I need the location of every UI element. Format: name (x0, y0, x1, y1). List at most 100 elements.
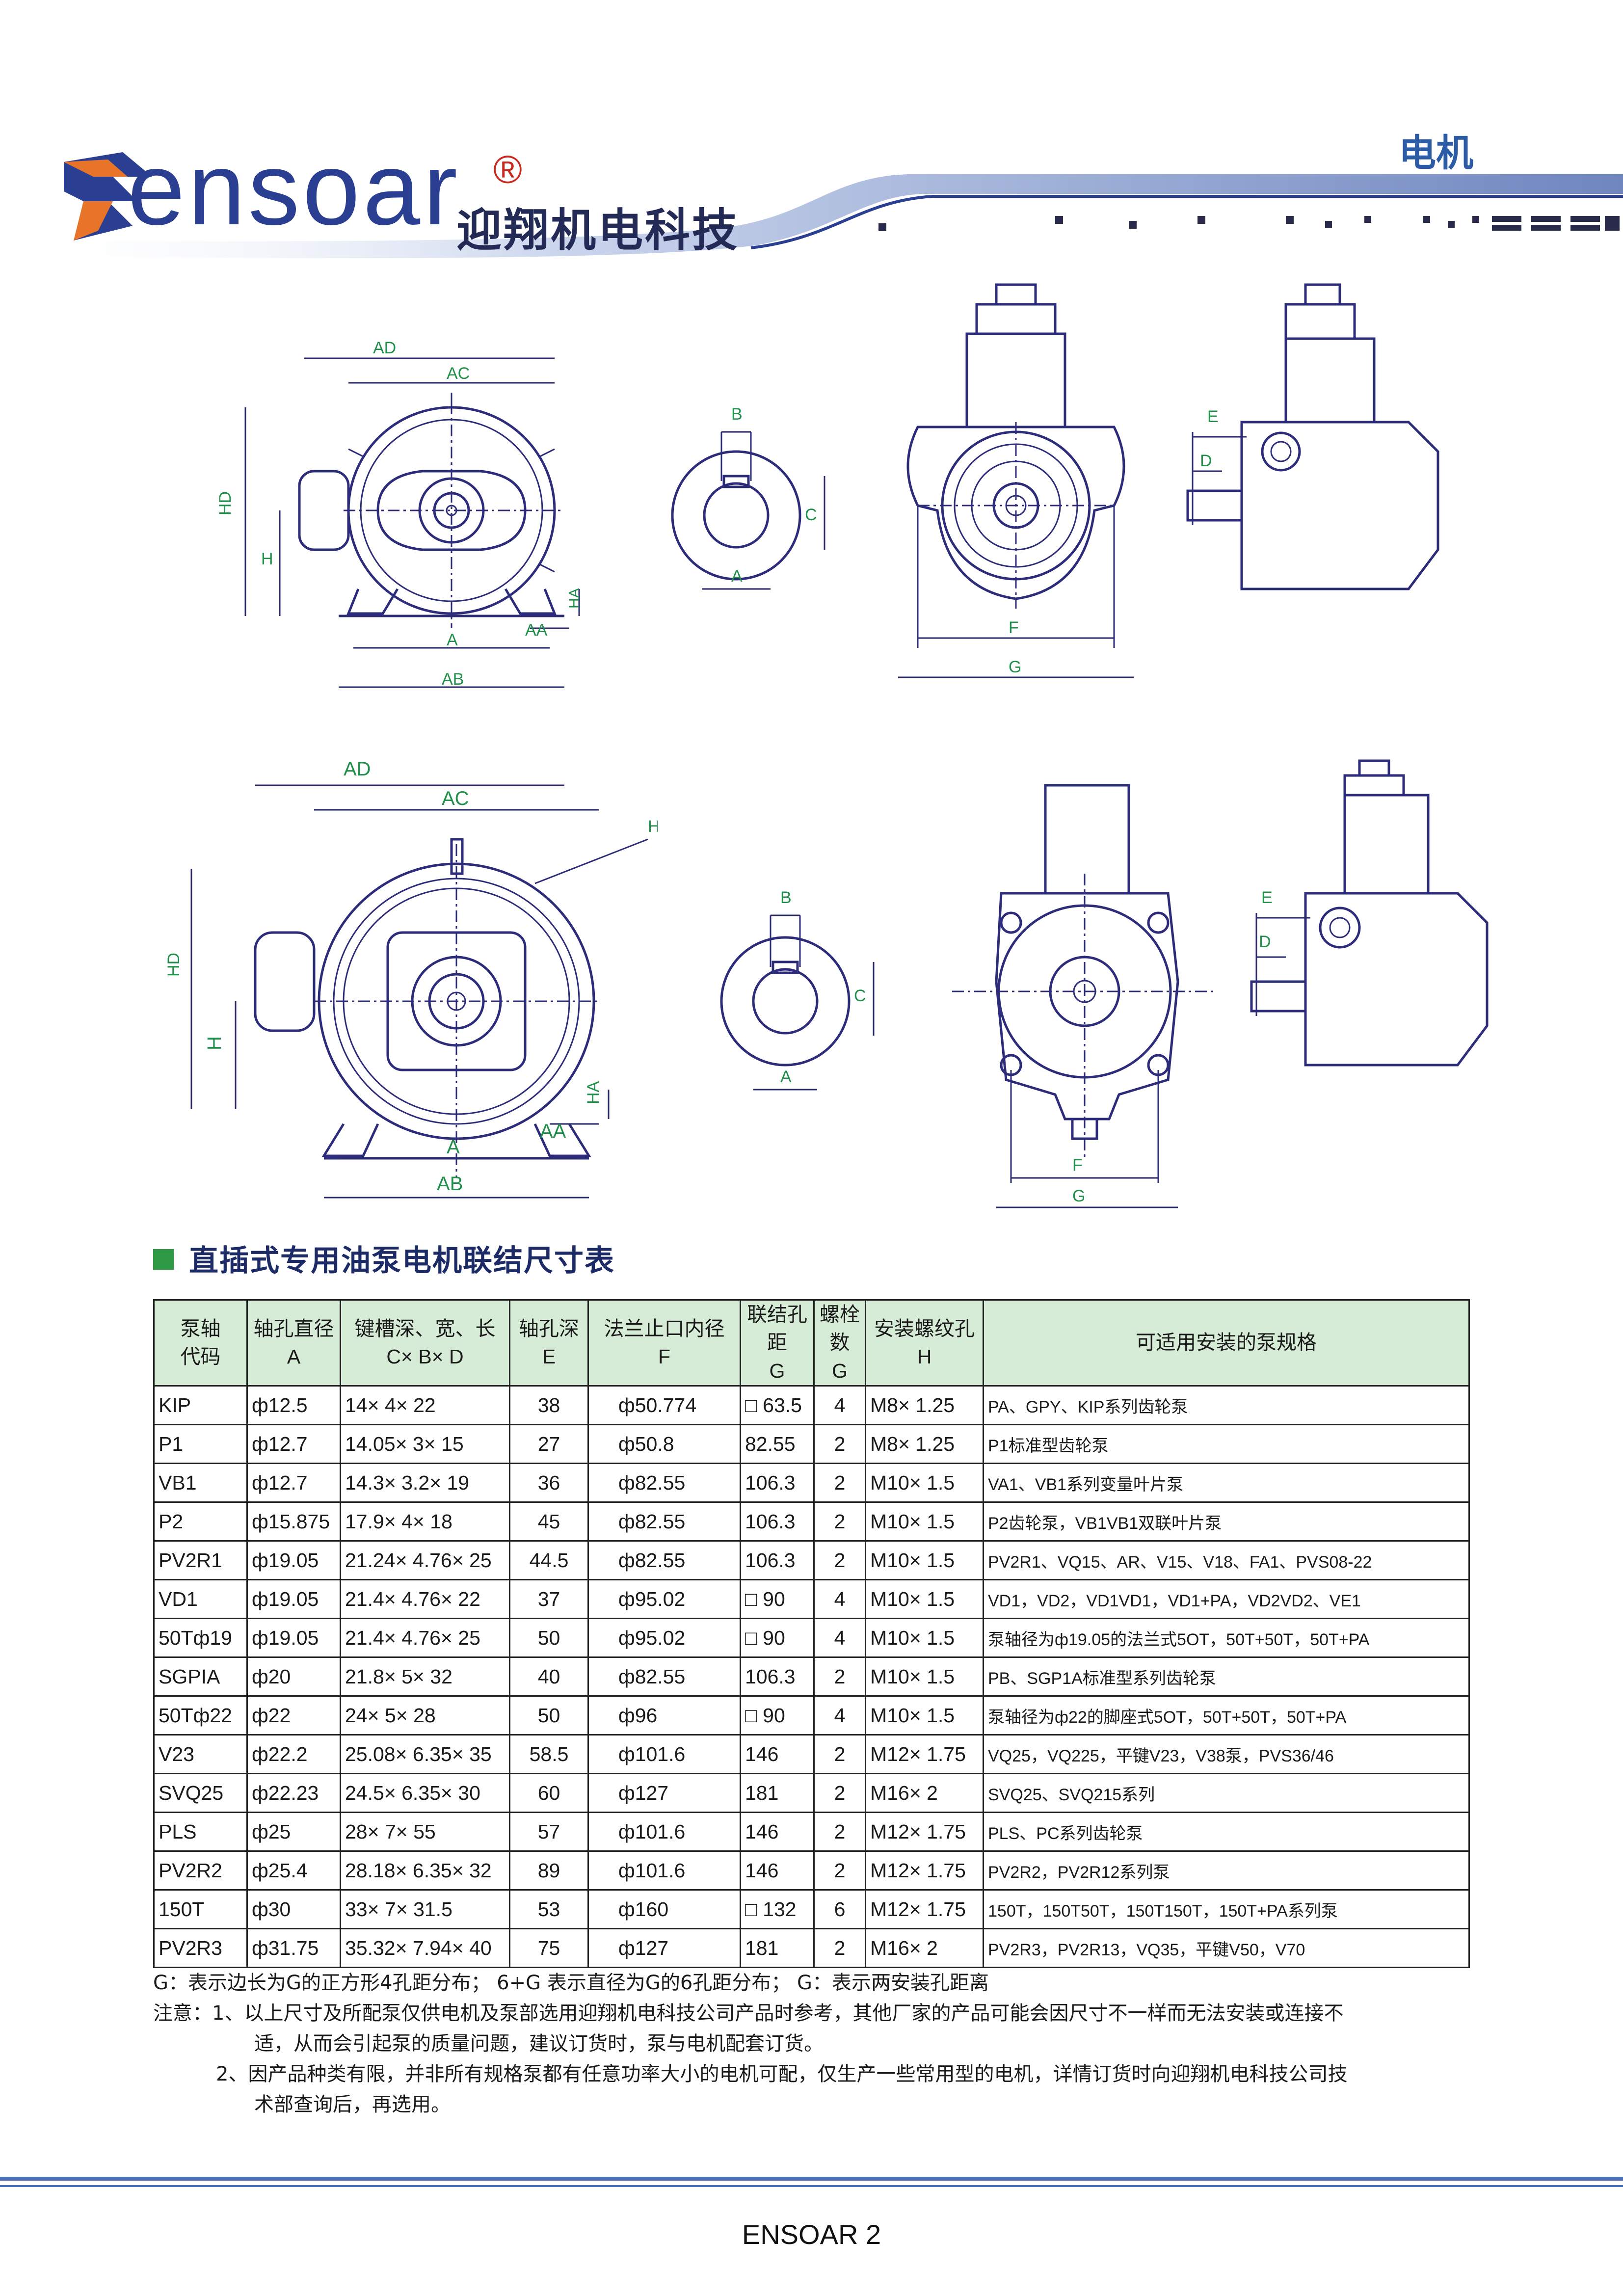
cell-bore-depth: 75 (509, 1928, 589, 1969)
cell-applicable-pumps: VA1、VB1系列变量叶片泵 (983, 1463, 1470, 1503)
cell-bore-depth: 53 (509, 1889, 589, 1930)
cell-bore-depth: 57 (509, 1812, 589, 1852)
cell-bolt-count: 2 (813, 1850, 866, 1891)
pump-front-drawing-bottom: F G (952, 784, 1217, 1208)
dim-label-g: G (1072, 1187, 1085, 1205)
cell-keyway-dims: 14× 4× 22 (340, 1385, 510, 1426)
cell-thread-size: M16× 2 (865, 1773, 984, 1814)
cell-thread-size: M16× 2 (865, 1928, 984, 1969)
cell-keyway-dims: 21.4× 4.76× 22 (340, 1579, 510, 1620)
cell-applicable-pumps: P2齿轮泵，VB1VB1双联叶片泵 (983, 1501, 1470, 1542)
cell-bolt-count: 2 (813, 1540, 866, 1581)
dim-label-hd: HD (216, 491, 235, 515)
dim-label-aa: AA (525, 621, 548, 640)
cell-pump-code: V23 (153, 1734, 248, 1775)
cell-thread-size: M10× 1.5 (865, 1618, 984, 1658)
cell-bore-diameter: ф12.7 (246, 1424, 341, 1465)
cell-bolt-count: 2 (813, 1928, 866, 1969)
header-line-2: 代码 (180, 1345, 221, 1368)
cell-thread-size: M12× 1.75 (865, 1812, 984, 1852)
cell-keyway-dims: 33× 7× 31.5 (340, 1889, 510, 1930)
cell-flange-diameter: ф82.55 (587, 1540, 741, 1581)
dim-label-h: H (204, 1036, 225, 1050)
note-2-line-2: 术部查询后，再选用。 (254, 2093, 451, 2116)
cell-applicable-pumps: PLS、PC系列齿轮泵 (983, 1812, 1470, 1852)
table-header-cell: 泵轴代码 (153, 1299, 248, 1387)
cell-pump-code: 50Tф19 (153, 1618, 248, 1658)
cell-keyway-dims: 21.8× 5× 32 (340, 1656, 510, 1697)
cell-hole-spacing: □ 63.5 (740, 1385, 815, 1426)
logo-mark (64, 152, 152, 240)
cell-pump-code: 150T (153, 1889, 248, 1930)
cell-flange-diameter: ф101.6 (587, 1850, 741, 1891)
header-line-1: 螺栓数 (820, 1303, 860, 1354)
registered-mark: ® (493, 148, 522, 191)
cell-hole-spacing: □ 90 (740, 1618, 815, 1658)
cell-pump-code: 50Tф22 (153, 1695, 248, 1736)
cell-thread-size: M8× 1.25 (865, 1385, 984, 1426)
motor-drawing-bottom: AD AC HD H H HA AA A AB (164, 758, 658, 1199)
motor-drawing-top: AD AC HD H HA AA A AB (216, 339, 583, 689)
cell-hole-spacing: 106.3 (740, 1656, 815, 1697)
dim-label-ad: AD (373, 339, 396, 357)
cell-thread-size: M12× 1.75 (865, 1734, 984, 1775)
cell-flange-diameter: ф160 (587, 1889, 741, 1930)
cell-applicable-pumps: PB、SGP1A标准型系列齿轮泵 (983, 1656, 1470, 1697)
header-line-2: A (287, 1345, 301, 1368)
pump-side-drawing-top: E D (1186, 283, 1439, 590)
cell-bore-depth: 89 (509, 1850, 589, 1891)
cell-pump-code: P1 (153, 1424, 248, 1465)
cell-hole-spacing: 106.3 (740, 1463, 815, 1503)
cell-bore-depth: 50 (509, 1695, 589, 1736)
cell-flange-diameter: ф50.8 (587, 1424, 741, 1465)
dim-label-ac: AC (447, 364, 470, 383)
company-name-cn: 迎翔机电科技 (456, 204, 740, 257)
note-1-line-1: 注意：1、以上尺寸及所配泵仅供电机及泵部选用迎翔机电科技公司产品时参考，其他厂家… (153, 2002, 1344, 2025)
dim-label-hd: HD (164, 953, 183, 977)
cell-hole-spacing: 82.55 (740, 1424, 815, 1465)
dim-label-f: F (1072, 1156, 1083, 1175)
dim-label-d: D (1200, 452, 1212, 470)
cell-hole-spacing: 181 (740, 1928, 815, 1969)
dim-label-ha: HA (584, 1081, 603, 1104)
cell-keyway-dims: 28× 7× 55 (340, 1812, 510, 1852)
header-line-1: 键槽深、宽、长 (354, 1317, 496, 1340)
cell-pump-code: SGPIA (153, 1656, 248, 1697)
cell-bore-depth: 40 (509, 1656, 589, 1697)
header-line-2: H (917, 1345, 932, 1368)
cell-hole-spacing: 146 (740, 1734, 815, 1775)
cell-bolt-count: 4 (813, 1695, 866, 1736)
cell-hole-spacing: □ 132 (740, 1889, 815, 1930)
cell-thread-size: M8× 1.25 (865, 1424, 984, 1465)
cell-flange-diameter: ф82.55 (587, 1656, 741, 1697)
cell-pump-code: PV2R3 (153, 1928, 248, 1969)
footer-rule (0, 2177, 1623, 2181)
cell-applicable-pumps: PV2R1、VQ15、AR、V15、V18、FA1、PVS08-22 (983, 1540, 1470, 1581)
cell-pump-code: PLS (153, 1812, 248, 1852)
cell-hole-spacing: 181 (740, 1773, 815, 1814)
cell-bore-diameter: ф19.05 (246, 1540, 341, 1581)
cell-hole-spacing: 106.3 (740, 1540, 815, 1581)
shaft-key-drawing-top: B C A (671, 405, 825, 590)
cell-keyway-dims: 24× 5× 28 (340, 1695, 510, 1736)
header-line-1: 可适用安装的泵规格 (1136, 1331, 1317, 1354)
cell-hole-spacing: □ 90 (740, 1695, 815, 1736)
cell-bore-depth: 60 (509, 1773, 589, 1814)
dim-label-a: A (731, 567, 743, 586)
cell-pump-code: KIP (153, 1385, 248, 1426)
footer-rule-thin (0, 2185, 1623, 2187)
cell-applicable-pumps: 泵轴径为ф22的脚座式5OT，50T+50T，50T+PA (983, 1695, 1470, 1736)
cell-bolt-count: 2 (813, 1773, 866, 1814)
cell-bore-depth: 27 (509, 1424, 589, 1465)
section-title: 直插式专用油泵电机联结尺寸表 (189, 1244, 615, 1278)
cell-bolt-count: 2 (813, 1424, 866, 1465)
pump-front-drawing-top: F G (898, 283, 1134, 678)
